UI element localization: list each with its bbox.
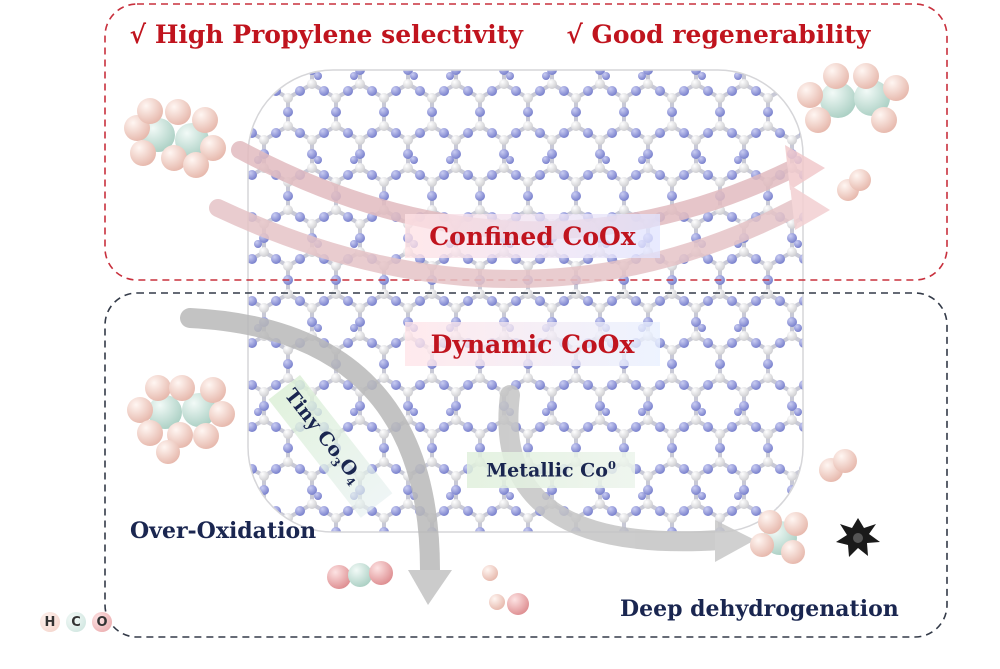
propane-molecule-lower xyxy=(127,375,235,464)
soot-burst-icon xyxy=(836,518,880,557)
propane-molecule xyxy=(124,98,226,178)
hydrogen-molecule-lower xyxy=(819,449,857,482)
deep-dehydrogenation-label: Deep dehydrogenation xyxy=(620,596,899,622)
legend-carbon-atom: C xyxy=(66,612,86,632)
metallic-co-label-band: Metallic Co0 xyxy=(467,452,635,488)
propylene-molecule-lower xyxy=(750,510,808,564)
dynamic-coox-label-band: Dynamic CoOx xyxy=(405,322,660,366)
side-reaction-arrows xyxy=(180,308,755,605)
check-mark-icon: √ xyxy=(129,20,147,49)
benefit-regenerability: Good regenerability xyxy=(591,20,871,49)
legend-hydrogen-atom: H xyxy=(40,612,60,632)
confined-coox-label: Confined CoOx xyxy=(429,221,636,251)
metallic-co-text: Metallic Co xyxy=(486,459,608,482)
benefit-selectivity: High Propylene selectivity xyxy=(154,20,523,49)
superscript-0: 0 xyxy=(607,458,616,473)
water-molecule xyxy=(482,565,529,615)
metallic-co-label: Metallic Co0 xyxy=(486,458,616,481)
hydrogen-molecule xyxy=(837,169,871,201)
headline-benefits: √ High Propylene selectivity √ Good rege… xyxy=(0,20,1000,49)
legend-oxygen-atom: O xyxy=(92,612,112,632)
lower-dashed-box xyxy=(104,292,948,638)
check-mark-icon: √ xyxy=(566,20,583,49)
over-oxidation-label: Over-Oxidation xyxy=(130,518,317,544)
confined-coox-label-band: Confined CoOx xyxy=(405,214,660,258)
co2-molecule xyxy=(327,561,393,589)
dynamic-coox-label: Dynamic CoOx xyxy=(430,329,635,359)
propylene-molecule xyxy=(797,63,909,133)
